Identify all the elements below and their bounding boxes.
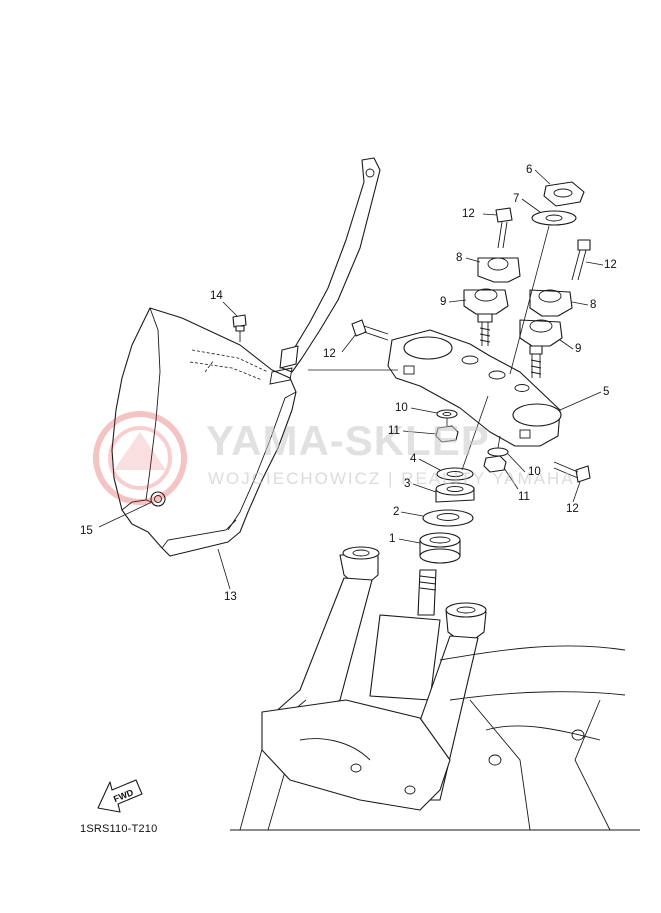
- assembly-guide-lines: [308, 225, 550, 471]
- callout-3: 3: [404, 478, 411, 490]
- upper-bracket: [387, 329, 562, 447]
- callout-10-right: 10: [528, 466, 541, 478]
- bearing-1: [419, 532, 461, 564]
- callout-12-left: 12: [323, 348, 336, 360]
- nut-11-right: [483, 455, 507, 473]
- callout-12-upper-left: 12: [462, 208, 475, 220]
- callout-11-left: 11: [388, 425, 400, 437]
- watermark-subtitle: WOJCIECHOWICZ | REALITY YAMAHA: [208, 469, 575, 488]
- callout-8-left: 8: [456, 252, 463, 264]
- bolt-12-right: [553, 461, 591, 483]
- callout-11-right: 11: [518, 491, 530, 503]
- washer-7: [531, 210, 577, 226]
- callout-10-left: 10: [395, 402, 408, 414]
- callout-2: 2: [393, 506, 400, 518]
- callout-12-upper-right: 12: [604, 259, 617, 271]
- handlebar-holder-left: [463, 257, 521, 346]
- watermark-title: YAMA-SKLEP: [206, 417, 490, 464]
- callout-13: 13: [224, 591, 237, 603]
- callout-6: 6: [526, 164, 533, 176]
- callout-14: 14: [210, 290, 223, 302]
- bolt-12-upper-left: [495, 207, 513, 249]
- number-plate: [111, 157, 381, 557]
- watermark-logo-icon: [93, 411, 187, 505]
- fork-and-frame: [230, 546, 640, 831]
- callout-1: 1: [389, 533, 396, 545]
- bolt-14: [232, 314, 247, 342]
- nut-6: [543, 181, 585, 207]
- callout-5: 5: [603, 386, 610, 398]
- callout-12-lower-right: 12: [566, 503, 579, 515]
- bolt-12-upper-right: [571, 239, 591, 281]
- callout-15: 15: [80, 525, 93, 537]
- callout-9-left: 9: [440, 296, 447, 308]
- washer-4: [436, 467, 474, 481]
- callout-7: 7: [513, 193, 520, 205]
- callout-4: 4: [410, 453, 417, 465]
- nut-11-left: [435, 425, 459, 443]
- diagram-code: 1SRS110-T210: [80, 823, 158, 835]
- callout-leaders: [98, 169, 604, 590]
- bolt-12-left: [351, 319, 389, 341]
- cover-2: [422, 509, 474, 527]
- callout-9-right: 9: [575, 343, 582, 355]
- fwd-arrow-icon: FWD: [97, 779, 143, 813]
- washer-10-right: [487, 447, 509, 457]
- ring-nut-3: [435, 482, 475, 503]
- callout-8-right: 8: [590, 299, 597, 311]
- handlebar-holder-right: [519, 289, 573, 378]
